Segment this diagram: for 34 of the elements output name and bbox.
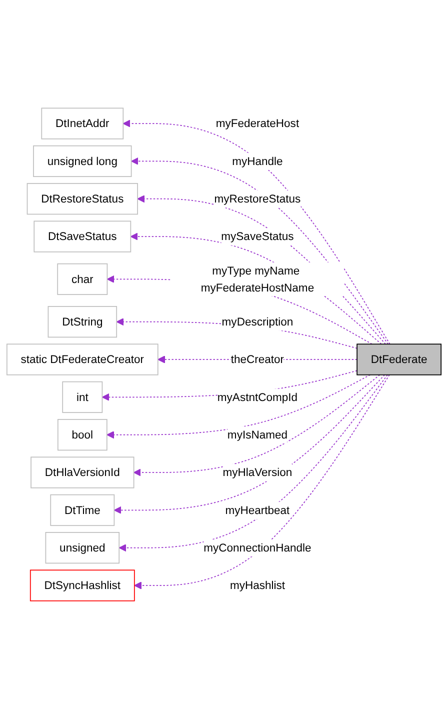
edge-label: myFederateHost (216, 116, 300, 130)
edge-label: myRestoreStatus (214, 192, 301, 206)
node-box: DtFederate (356, 344, 442, 376)
node-box: static DtFederateCreator (6, 344, 158, 376)
edge-label: myType myName myFederateHostName (200, 264, 314, 294)
arrow (114, 374, 386, 514)
node-box: DtInetAddr (41, 108, 124, 140)
edge-label: myConnectionHandle (204, 541, 312, 554)
node-box: DtSaveStatus (34, 220, 132, 252)
arrow (134, 374, 390, 590)
node-box: DtHlaVersionId (30, 456, 134, 488)
arrow (106, 374, 371, 439)
node-box: DtRestoreStatus (26, 183, 138, 215)
edge-label: myHlaVersion (222, 466, 292, 479)
node-box: DtString (48, 306, 118, 338)
arrow (122, 120, 390, 345)
arrow (106, 275, 372, 345)
edge-label: myIsNamed (227, 428, 288, 442)
edge-label: myHeartbeat (225, 503, 290, 516)
node-box: unsigned (45, 532, 120, 564)
node-box: char (57, 263, 108, 295)
edge-label: theCreator (230, 352, 284, 366)
node-box: DtSyncHashlist (30, 570, 135, 602)
edge-label: myAstntCompId (217, 390, 298, 404)
edge-label: mySaveStatus (221, 230, 294, 243)
node-box: unsigned long (33, 145, 132, 177)
arrow (118, 374, 388, 552)
edge-label: myDescription (222, 315, 294, 328)
edge-label: myHandle (232, 154, 283, 168)
edge-label: myHashlist (230, 578, 285, 592)
node-box: int (62, 381, 103, 413)
node-box: DtTime (50, 494, 115, 526)
node-box: bool (57, 419, 108, 451)
arrow (133, 374, 380, 476)
